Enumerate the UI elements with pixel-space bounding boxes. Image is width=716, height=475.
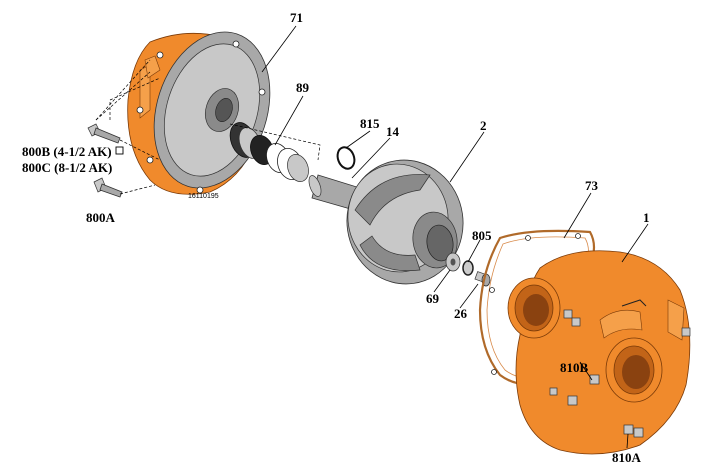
callout-69: 69 — [426, 291, 440, 306]
callout-1: 1 — [643, 210, 650, 225]
mechanical-seal-part-89 — [229, 122, 309, 182]
callout-805: 805 — [472, 228, 492, 243]
capscrew-800a — [93, 177, 123, 198]
callout-labels: 71 89 815 14 2 73 1 805 69 26 800B (4-1/… — [22, 10, 650, 465]
callout-810a: 810A — [612, 450, 642, 465]
callout-14: 14 — [386, 124, 400, 139]
reference-lines — [95, 59, 321, 195]
note-square — [115, 146, 124, 155]
callout-800b: 800B (4-1/2 AK) — [22, 144, 112, 159]
washer-part-69 — [445, 252, 461, 272]
pump-casing-part-1 — [507, 250, 691, 455]
callout-800c: 800C (8-1/2 AK) — [22, 160, 112, 175]
capscrew-800b — [87, 123, 121, 144]
seal-plate-part-71 — [127, 31, 271, 195]
callout-815: 815 — [360, 116, 380, 131]
callout-73: 73 — [585, 178, 599, 193]
drawing-number: 16110195 — [188, 193, 219, 200]
leader-lines — [261, 25, 649, 449]
callout-89: 89 — [296, 80, 310, 95]
retaining-ring-part-815 — [336, 146, 356, 170]
callout-2: 2 — [480, 118, 487, 133]
impeller-part-2 — [346, 159, 464, 285]
callout-800a: 800A — [86, 210, 116, 225]
callout-26: 26 — [454, 306, 468, 321]
callout-810b: 810B — [560, 360, 589, 375]
o-ring-part-805 — [462, 260, 474, 276]
callout-71: 71 — [290, 10, 303, 25]
